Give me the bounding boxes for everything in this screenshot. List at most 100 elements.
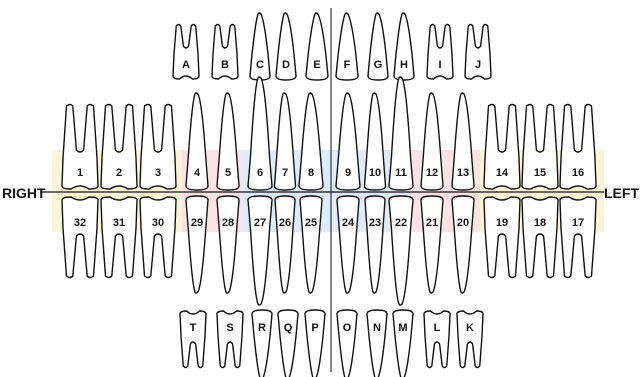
tooth-20[interactable]: 20: [452, 196, 474, 293]
tooth-14[interactable]: 14: [484, 105, 520, 190]
tooth-outline: [522, 197, 558, 278]
tooth-29[interactable]: 29: [186, 196, 208, 293]
tooth-S[interactable]: S: [217, 311, 243, 368]
tooth-outline: [560, 197, 596, 278]
tooth-I[interactable]: I: [427, 25, 453, 80]
tooth-A[interactable]: A: [173, 25, 199, 80]
tooth-number: S: [226, 322, 233, 334]
tooth-number: 17: [572, 217, 584, 229]
tooth-17[interactable]: 17: [560, 197, 596, 278]
tooth-25[interactable]: 25: [300, 196, 322, 293]
tooth-K[interactable]: K: [457, 311, 483, 368]
tooth-10[interactable]: 10: [365, 93, 386, 190]
tooth-number: 13: [457, 167, 469, 179]
tooth-number: 4: [194, 167, 201, 179]
tooth-7[interactable]: 7: [275, 93, 296, 190]
tooth-number: 19: [496, 217, 508, 229]
tooth-number: 7: [282, 167, 288, 179]
tooth-number: 10: [369, 167, 381, 179]
tooth-32[interactable]: 32: [62, 197, 98, 278]
tooth-outline: [389, 196, 413, 305]
tooth-number: 24: [342, 217, 355, 229]
tooth-27[interactable]: 27: [248, 196, 272, 305]
tooth-outline: [252, 310, 272, 377]
left-side-label: LEFT: [604, 185, 639, 201]
tooth-outline: [393, 310, 413, 377]
tooth-9[interactable]: 9: [336, 93, 360, 190]
tooth-O[interactable]: O: [337, 310, 357, 377]
tooth-number: T: [190, 322, 197, 334]
tooth-outline: [186, 196, 208, 293]
tooth-28[interactable]: 28: [217, 196, 239, 293]
tooth-number: 18: [534, 217, 546, 229]
tooth-outline: [337, 196, 359, 293]
tooth-D[interactable]: D: [276, 13, 296, 80]
tooth-T[interactable]: T: [180, 311, 206, 368]
tooth-15[interactable]: 15: [522, 105, 558, 190]
tooth-number: C: [256, 59, 264, 71]
tooth-30[interactable]: 30: [140, 197, 176, 278]
tooth-number: K: [466, 322, 474, 334]
tooth-Q[interactable]: Q: [278, 310, 298, 377]
tooth-L[interactable]: L: [424, 311, 450, 368]
tooth-number: 23: [369, 217, 381, 229]
tooth-number: 21: [426, 217, 438, 229]
tooth-number: O: [343, 322, 352, 334]
tooth-R[interactable]: R: [252, 310, 272, 377]
tooth-outline: [424, 311, 450, 368]
tooth-1[interactable]: 1: [62, 105, 98, 190]
tooth-number: H: [400, 59, 408, 71]
tooth-number: 25: [305, 217, 317, 229]
tooth-G[interactable]: G: [368, 13, 388, 80]
tooth-N[interactable]: N: [367, 310, 387, 377]
tooth-22[interactable]: 22: [389, 196, 413, 305]
tooth-H[interactable]: H: [394, 13, 414, 80]
tooth-13[interactable]: 13: [452, 93, 474, 190]
tooth-3[interactable]: 3: [140, 105, 176, 190]
tooth-8[interactable]: 8: [299, 93, 323, 190]
tooth-18[interactable]: 18: [522, 197, 558, 278]
tooth-M[interactable]: M: [393, 310, 413, 377]
tooth-6[interactable]: 6: [248, 77, 272, 190]
tooth-2[interactable]: 2: [101, 105, 137, 190]
tooth-P[interactable]: P: [305, 310, 325, 377]
tooth-4[interactable]: 4: [186, 93, 208, 190]
tooth-F[interactable]: F: [336, 13, 358, 80]
tooth-31[interactable]: 31: [101, 197, 137, 278]
tooth-number: 32: [74, 217, 86, 229]
tooth-E[interactable]: E: [306, 13, 328, 80]
tooth-outline: [421, 196, 443, 293]
right-side-label: RIGHT: [2, 185, 46, 201]
tooth-number: L: [434, 322, 441, 334]
tooth-outline: [365, 196, 385, 293]
tooth-outline: [367, 310, 387, 377]
tooth-5[interactable]: 5: [217, 93, 239, 190]
tooth-number: 16: [572, 167, 584, 179]
tooth-number: F: [344, 59, 351, 71]
tooth-number: 31: [113, 217, 125, 229]
tooth-outline: [275, 196, 295, 293]
tooth-number: A: [182, 59, 190, 71]
tooth-12[interactable]: 12: [421, 93, 443, 190]
tooth-19[interactable]: 19: [484, 197, 520, 278]
tooth-outline: [217, 196, 239, 293]
tooth-11[interactable]: 11: [389, 77, 413, 190]
tooth-C[interactable]: C: [250, 13, 270, 80]
tooth-21[interactable]: 21: [421, 196, 443, 293]
tooth-number: 27: [254, 217, 266, 229]
tooth-J[interactable]: J: [465, 25, 491, 80]
tooth-number: 29: [191, 217, 203, 229]
tooth-number: 12: [426, 167, 438, 179]
tooth-24[interactable]: 24: [337, 196, 359, 293]
tooth-16[interactable]: 16: [560, 105, 596, 190]
tooth-number: Q: [284, 322, 293, 334]
tooth-number: D: [282, 59, 290, 71]
tooth-number: P: [311, 322, 318, 334]
tooth-number: 28: [222, 217, 234, 229]
tooth-23[interactable]: 23: [365, 196, 385, 293]
tooth-outline: [248, 196, 272, 305]
tooth-26[interactable]: 26: [275, 196, 295, 293]
tooth-B[interactable]: B: [212, 25, 238, 80]
tooth-number: 2: [116, 167, 122, 179]
